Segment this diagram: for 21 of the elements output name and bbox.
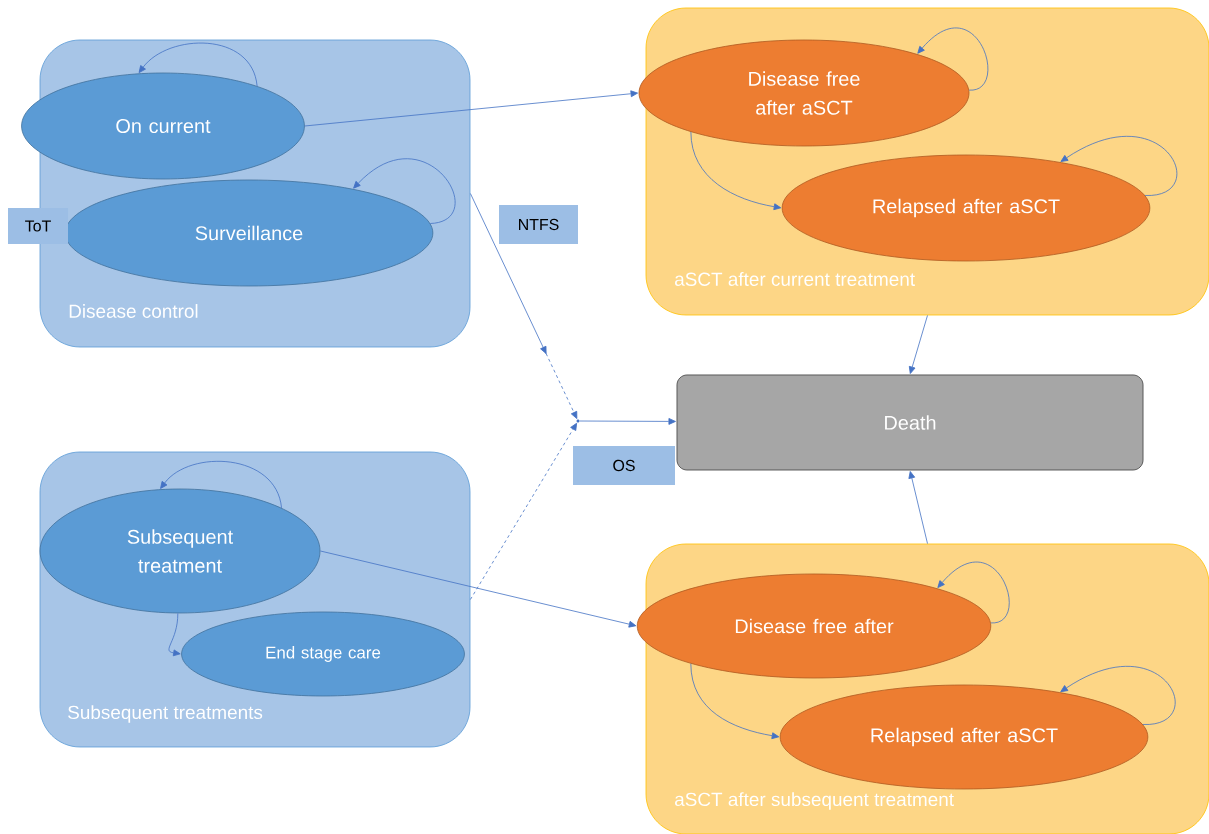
arrow	[690, 663, 780, 740]
arrow	[470, 193, 578, 419]
loop-arrow	[160, 460, 282, 509]
tag-box: OS	[573, 446, 675, 485]
loop-arrow	[937, 561, 1010, 624]
arrow	[304, 90, 638, 127]
arrow	[690, 131, 782, 211]
arrow	[470, 422, 577, 600]
tag-box: ToT	[8, 208, 68, 244]
arrow	[320, 550, 637, 628]
tag-box: NTFS	[499, 205, 578, 244]
state-box: Death	[676, 374, 1144, 471]
arrow	[579, 418, 676, 425]
loop-arrow	[1060, 136, 1178, 196]
arrow	[908, 471, 928, 544]
loop-arrow	[917, 27, 989, 91]
arrow	[908, 315, 928, 374]
loop-arrow	[1060, 665, 1176, 725]
arrow	[168, 613, 181, 657]
loop-arrow	[138, 42, 258, 87]
loop-arrow	[353, 158, 456, 224]
